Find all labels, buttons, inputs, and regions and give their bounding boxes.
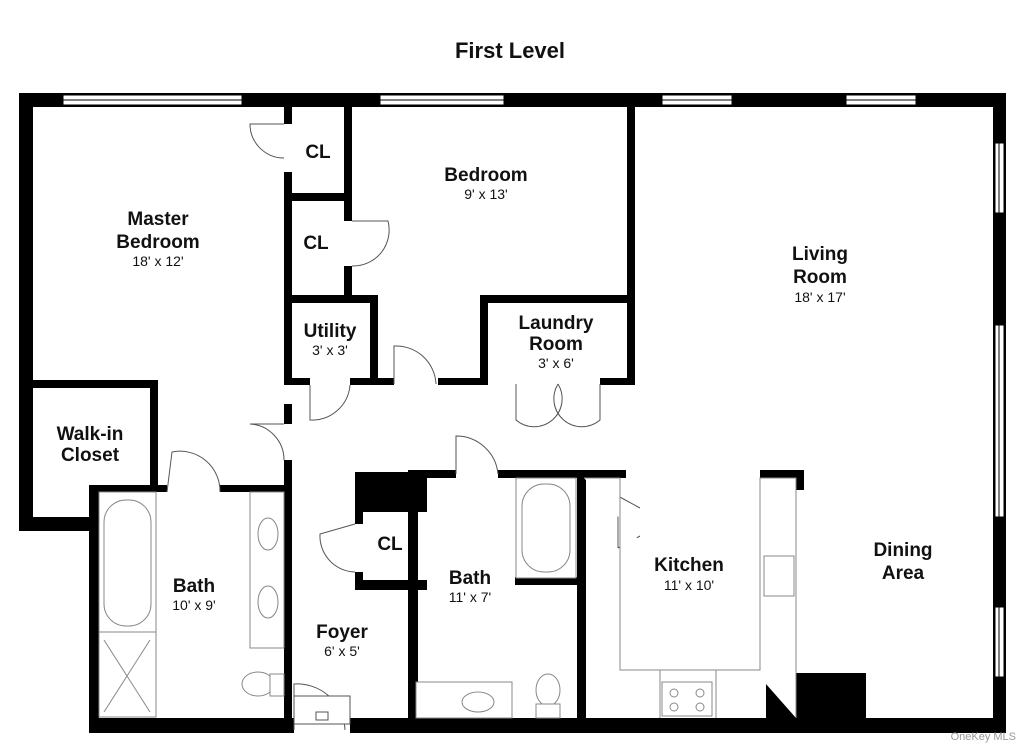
door [249,423,285,461]
wall [284,295,376,303]
toilet [241,671,275,697]
room-label-dining-area-2: Area [882,563,925,584]
room-dims-kitchen: 11' x 10' [664,577,714,593]
wall [355,580,427,590]
room-dims-bath-left: 10' x 9' [172,597,215,613]
door [515,383,563,428]
room-label-laundry-room: Laundry [519,313,594,334]
wall [33,380,157,388]
wall [796,470,804,490]
toilet [535,673,561,707]
wall [284,100,292,124]
sink [257,585,279,619]
wall [577,470,586,722]
wall [600,378,635,385]
vanity [249,491,285,649]
room-label-master-bedroom-2: Bedroom [116,232,199,253]
sink [461,691,495,713]
wall [284,404,292,424]
left-wall-lower [89,485,99,733]
plan-title: First Level [455,38,565,63]
room-label-kitchen: Kitchen [654,555,724,576]
room-label-cl-top: CL [305,142,331,163]
room-label-bedroom: Bedroom [444,165,527,186]
room-label-living-room-2: Room [793,267,847,288]
room-label-cl-foyer: CL [377,534,403,555]
wall [498,470,626,478]
door [351,220,390,267]
door [166,450,221,493]
wall [344,100,352,200]
watermark: OneKey MLS [951,731,1016,743]
room-dims-utility: 3' x 3' [312,342,348,358]
kitchen-sink [763,555,795,597]
left-wall [19,93,33,531]
wall [89,485,167,492]
wall [284,193,352,201]
door [319,523,356,573]
sink [257,517,279,551]
room-label-bath-mid: Bath [449,568,491,589]
wall [344,266,352,298]
bottom-wall-right [350,718,1006,733]
wall [480,295,635,303]
wall [408,470,456,478]
exterior-walls [19,93,1006,733]
stove [661,681,713,717]
door [553,383,601,428]
wall [284,460,292,733]
wall [350,378,394,385]
wall [284,172,292,384]
wall [220,485,292,492]
wall [627,100,635,384]
bottom-wall-main [89,718,294,733]
room-label-dining-area: Dining [873,540,932,561]
bottom-wall-left [19,517,94,531]
wall [408,472,418,722]
room-dims-master-bedroom: 18' x 12' [132,253,183,269]
wall [344,193,352,221]
room-label-foyer: Foyer [316,622,368,643]
room-label-walkin-closet-2: Closet [61,445,120,466]
interior-walls [33,100,804,733]
room-label-bath-left: Bath [173,576,215,597]
wall [150,380,158,490]
fixtures [98,477,797,719]
door [249,123,285,159]
door [393,345,437,385]
wall [480,295,488,385]
room-dims-laundry-room: 3' x 6' [538,355,574,371]
room-dims-foyer: 6' x 5' [324,643,360,659]
room-dims-bedroom: 9' x 13' [464,186,507,202]
door [455,435,499,475]
wall [438,378,488,385]
wall [515,577,585,585]
room-label-utility: Utility [304,321,357,342]
room-label-walkin-closet: Walk-in [57,424,124,445]
room-labels: Master Bedroom 18' x 12' CL CL Bedroom 9… [57,142,933,659]
room-label-living-room: Living [792,244,848,265]
room-dims-bath-mid: 11' x 7' [449,589,491,605]
wall [760,470,804,478]
room-dims-living-room: 18' x 17' [794,289,845,305]
wall [370,295,378,385]
wall [355,472,363,524]
room-label-laundry-room-2: Room [529,334,583,355]
room-label-master-bedroom: Master [127,209,189,230]
top-wall [19,93,1006,107]
wall [284,378,310,385]
door [309,384,351,421]
doors [166,123,641,731]
room-label-cl-mid: CL [303,233,329,254]
kitchen-counter [584,477,797,718]
